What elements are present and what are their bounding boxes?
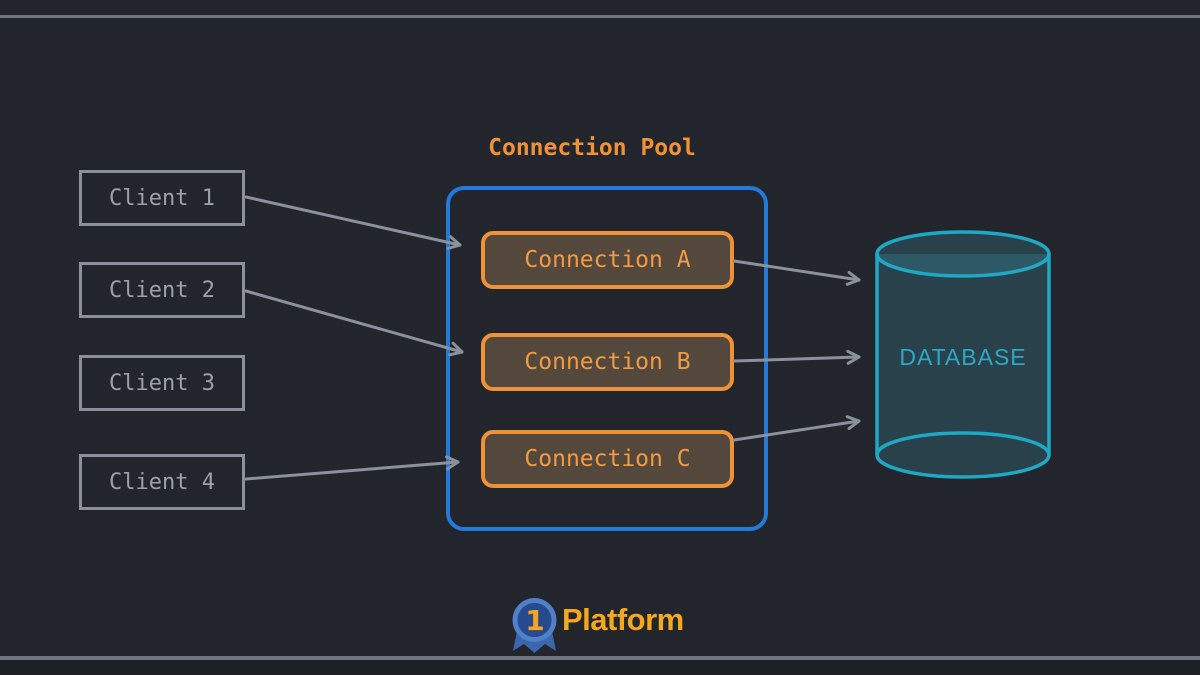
database-cylinder-bottom-ellipse xyxy=(875,431,1051,479)
connection-b-label: Connection B xyxy=(524,349,691,375)
connection-a-box: Connection A xyxy=(481,231,734,289)
client-1-label: Client 1 xyxy=(109,185,215,211)
bottom-divider xyxy=(0,656,1200,660)
connection-c-box: Connection C xyxy=(481,430,734,488)
bottom-strip xyxy=(0,660,1200,675)
arrow-client4-to-connection-c xyxy=(244,455,460,481)
brand-name: Platform xyxy=(562,602,684,637)
platform-logo-badge-icon: 1 xyxy=(512,598,557,653)
client-3-label: Client 3 xyxy=(109,370,215,396)
client-4-label: Client 4 xyxy=(109,469,215,495)
client-3-box: Client 3 xyxy=(79,355,245,411)
arrow-client1-to-connection-a xyxy=(244,195,462,250)
database-label: DATABASE xyxy=(899,344,1027,370)
badge-circle xyxy=(512,598,557,642)
connection-a-label: Connection A xyxy=(524,247,691,273)
badge-number: 1 xyxy=(525,604,544,637)
database-cylinder-top-ellipse xyxy=(875,230,1051,278)
client-2-box: Client 2 xyxy=(79,262,245,318)
client-2-label: Client 2 xyxy=(109,277,215,303)
client-1-box: Client 1 xyxy=(79,170,245,226)
top-divider xyxy=(0,15,1200,18)
arrow-client2-to-connection-b xyxy=(244,289,464,357)
connection-c-label: Connection C xyxy=(524,446,691,472)
connection-pool-title: Connection Pool xyxy=(488,135,696,161)
connection-b-box: Connection B xyxy=(481,333,734,391)
client-4-box: Client 4 xyxy=(79,454,245,510)
badge-ribbon xyxy=(513,631,556,653)
